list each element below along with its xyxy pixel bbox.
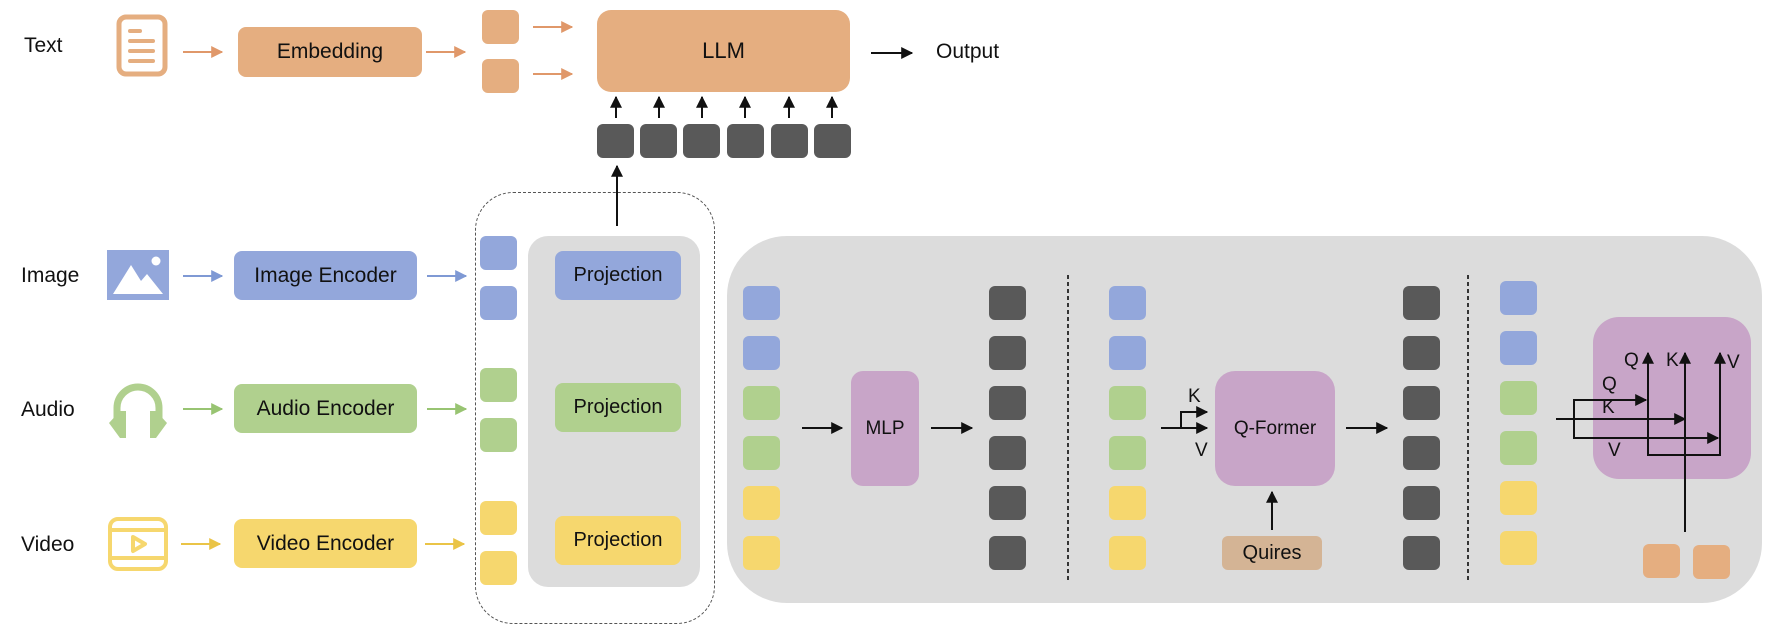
audio-token: [480, 418, 517, 452]
audio-token: [1500, 381, 1537, 415]
audio-token: [1500, 431, 1537, 465]
audio-token: [1109, 436, 1146, 470]
llm-input-token: [727, 124, 764, 158]
video-play-icon: [108, 517, 168, 571]
image-token: [1500, 331, 1537, 365]
row-label-text: Text: [24, 34, 63, 57]
qformer-output-token: [1403, 286, 1440, 320]
headphones-icon: [109, 383, 167, 438]
mlp-output-token: [989, 536, 1026, 570]
row-label-audio: Audio: [21, 398, 75, 421]
llm-input-token: [640, 124, 677, 158]
audio-token: [743, 386, 780, 420]
embedding-module: Embedding: [238, 27, 422, 77]
image-encoder-module: Image Encoder: [234, 251, 417, 300]
qformer-v-label: V: [1195, 440, 1208, 461]
cross-attn-k-side-label: K: [1602, 397, 1615, 418]
cross-attn-v-side-label: V: [1608, 440, 1621, 461]
video-token: [480, 551, 517, 585]
video-token: [1109, 486, 1146, 520]
image-token: [1109, 286, 1146, 320]
image-icon: [107, 250, 169, 300]
qformer-output-token: [1403, 536, 1440, 570]
cross-attn-v-top-label: V: [1727, 352, 1740, 373]
qformer-output-token: [1403, 436, 1440, 470]
text-token: [1693, 545, 1730, 579]
audio-projection-module: Projection: [555, 383, 681, 432]
projection-group-frame: [475, 192, 715, 624]
llm-module: LLM: [597, 10, 850, 92]
mlp-output-token: [989, 386, 1026, 420]
video-token: [743, 486, 780, 520]
document-icon: [116, 14, 168, 77]
mlp-output-token: [989, 336, 1026, 370]
qformer-module: Q-Former: [1215, 371, 1335, 486]
cross-attn-q-side-label: Q: [1602, 374, 1617, 395]
audio-token: [743, 436, 780, 470]
video-token: [480, 501, 517, 535]
image-token: [743, 336, 780, 370]
video-token: [743, 536, 780, 570]
image-token: [743, 286, 780, 320]
video-token: [1500, 531, 1537, 565]
video-encoder-module: Video Encoder: [234, 519, 417, 568]
image-token: [1109, 336, 1146, 370]
cross-attn-k-top-label: K: [1666, 350, 1679, 371]
llm-input-token: [814, 124, 851, 158]
llm-input-token: [683, 124, 720, 158]
audio-encoder-module: Audio Encoder: [234, 384, 417, 433]
qformer-k-label: K: [1188, 386, 1201, 407]
text-token: [1643, 544, 1680, 578]
image-token: [1500, 281, 1537, 315]
qformer-output-token: [1403, 336, 1440, 370]
audio-token: [480, 368, 517, 402]
mlp-output-token: [989, 486, 1026, 520]
row-label-video: Video: [21, 533, 75, 556]
text-token: [482, 10, 519, 44]
qformer-output-token: [1403, 386, 1440, 420]
video-token: [1109, 536, 1146, 570]
image-token: [480, 286, 517, 320]
llm-input-token: [771, 124, 808, 158]
video-projection-module: Projection: [555, 516, 681, 565]
mlp-output-token: [989, 286, 1026, 320]
image-token: [480, 236, 517, 270]
queries-module: Quires: [1222, 536, 1322, 570]
mlp-output-token: [989, 436, 1026, 470]
audio-token: [1109, 386, 1146, 420]
video-token: [1500, 481, 1537, 515]
mlp-module: MLP: [851, 371, 919, 486]
text-token: [482, 59, 519, 93]
qformer-output-token: [1403, 486, 1440, 520]
image-projection-module: Projection: [555, 251, 681, 300]
cross-attn-q-top-label: Q: [1624, 350, 1639, 371]
output-label: Output: [936, 40, 1000, 63]
row-label-image: Image: [21, 264, 80, 287]
llm-input-token: [597, 124, 634, 158]
